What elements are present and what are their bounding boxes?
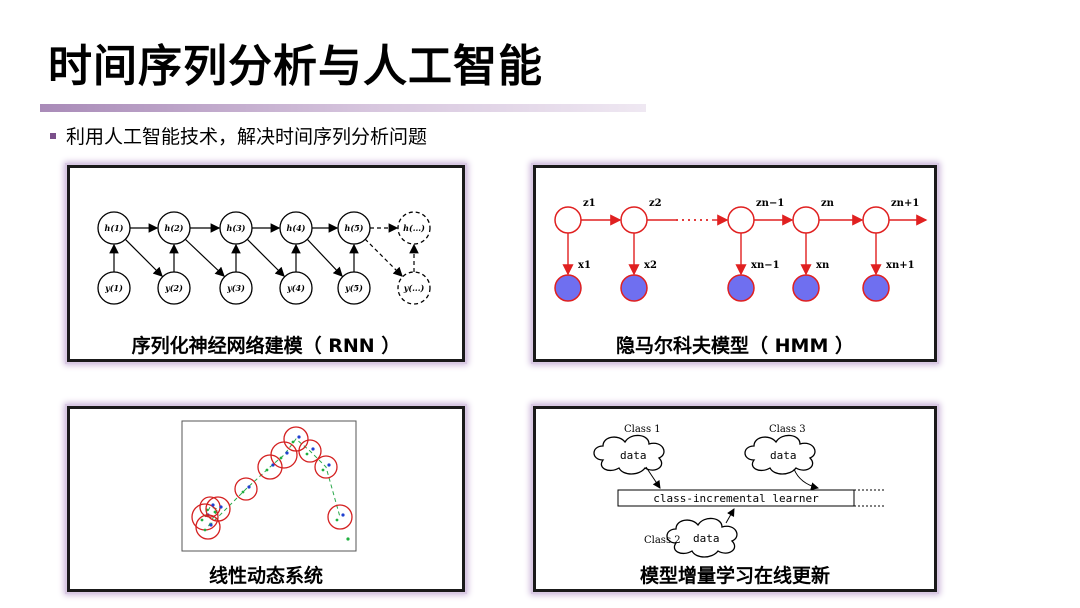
lds-point xyxy=(291,440,295,444)
hmm-observed-node xyxy=(620,274,648,302)
lds-point xyxy=(335,518,339,522)
rnn-edge xyxy=(364,238,403,277)
lds-caption: 线性动态系统 xyxy=(208,565,323,587)
lds-ellipse xyxy=(195,514,221,540)
learner-label: class-incremental learner xyxy=(653,492,819,505)
lds-point xyxy=(341,513,345,517)
cloud1-text: data xyxy=(620,449,647,462)
panel-rnn: h(1) y(1) h(2) y(2) h(3) y(3) h(4) y(4) h(5) y(5)… xyxy=(67,165,465,362)
rnn-y-label: y(4) xyxy=(286,283,305,293)
lds-point xyxy=(311,447,315,451)
rnn-h-label: h(5) xyxy=(345,223,364,233)
hmm-z-label: zn−1 xyxy=(756,198,784,209)
lds-point xyxy=(297,435,301,439)
lds-point xyxy=(305,452,309,456)
hmm-x-label: x2 xyxy=(644,260,657,271)
rnn-caption: 序列化神经网络建模（ RNN ） xyxy=(131,335,401,357)
lds-point xyxy=(213,510,217,514)
bullet-item: 利用人工智能技术，解决时间序列分析问题 xyxy=(50,122,427,149)
lds-point xyxy=(346,537,350,541)
rnn-y-label: y(...) xyxy=(403,283,425,293)
hmm-hidden-node xyxy=(792,206,820,234)
rnn-edge xyxy=(306,238,343,277)
panel-lds: 线性动态系统 xyxy=(67,406,465,592)
slide-title: 时间序列分析与人工智能 xyxy=(48,41,543,92)
class2-label: Class 2 xyxy=(644,535,681,546)
hmm-x-label: x1 xyxy=(578,260,591,271)
lds-point xyxy=(247,485,251,489)
bullet-text: 利用人工智能技术，解决时间序列分析问题 xyxy=(66,126,428,148)
lds-point xyxy=(211,503,215,507)
lds-point xyxy=(203,528,207,532)
lds-ellipse xyxy=(234,477,258,501)
class3-label: Class 3 xyxy=(769,424,806,435)
lds-point xyxy=(285,451,289,455)
rnn-h-label: h(2) xyxy=(165,223,184,233)
rnn-y-label: y(3) xyxy=(226,283,245,293)
rnn-y-label: y(1) xyxy=(104,283,123,293)
lds-point xyxy=(265,468,269,472)
rnn-h-label: h(3) xyxy=(227,223,246,233)
hmm-hidden-node xyxy=(862,206,890,234)
rnn-y-label: y(5) xyxy=(344,283,363,293)
lds-point xyxy=(209,523,213,527)
panel-hmm: z1 x1 z2 x2 zn−1 xn−1 zn xn zn+1 xn+1 隐马尔科夫模型（ HM… xyxy=(533,165,937,362)
hmm-z-label: zn+1 xyxy=(891,198,919,209)
hmm-observed-node xyxy=(554,274,582,302)
rnn-edge xyxy=(184,238,225,277)
hmm-hidden-node xyxy=(554,206,582,234)
rnn-edge xyxy=(124,238,163,277)
hmm-x-label: xn+1 xyxy=(886,260,915,271)
hmm-caption: 隐马尔科夫模型（ HMM ） xyxy=(616,335,854,357)
lds-point xyxy=(219,505,223,509)
hmm-observed-node xyxy=(792,274,820,302)
lds-ellipse xyxy=(314,455,338,479)
hmm-z-label: z1 xyxy=(583,198,596,209)
lds-point xyxy=(271,463,275,467)
hmm-observed-node xyxy=(727,274,755,302)
lds-point xyxy=(241,490,245,494)
hmm-z-label: z2 xyxy=(649,198,662,209)
lds-ellipse xyxy=(283,426,309,452)
rnn-y-node xyxy=(397,271,431,305)
lds-ellipse xyxy=(298,439,322,463)
hmm-diagram: z1 x1 z2 x2 zn−1 xn−1 zn xn zn+1 xn+1 xyxy=(554,198,928,302)
learner-bar xyxy=(617,489,855,507)
bullet-icon xyxy=(50,132,56,139)
hmm-z-label: zn xyxy=(821,198,835,209)
hmm-hidden-node xyxy=(620,206,648,234)
rnn-diagram: h(1) y(1) h(2) y(2) h(3) y(3) h(4) y(4) h(5) y(5)… xyxy=(97,211,431,305)
incremental-caption: 模型增量学习在线更新 xyxy=(639,565,830,587)
rnn-y-label: y(2) xyxy=(164,283,183,293)
hmm-observed-node xyxy=(862,274,890,302)
title-underline xyxy=(40,104,646,112)
lds-ellipse xyxy=(327,504,353,530)
class1-label: Class 1 xyxy=(624,424,661,435)
rnn-h-label: h(...) xyxy=(403,223,425,233)
hmm-x-label: xn xyxy=(816,260,830,271)
lds-point xyxy=(200,518,204,522)
cloud2-text: data xyxy=(693,532,720,545)
lds-ellipse xyxy=(257,454,283,480)
cloud3-text: data xyxy=(770,449,797,462)
lds-point xyxy=(327,463,331,467)
hmm-hidden-node xyxy=(727,206,755,234)
lds-point xyxy=(279,456,283,460)
panel-incremental: Class 1 Class 3 Class 2 data data data c… xyxy=(533,406,937,592)
rnn-h-label: h(4) xyxy=(287,223,306,233)
lds-plot xyxy=(181,420,357,552)
incremental-diagram: Class 1 Class 3 Class 2 data data data c… xyxy=(593,424,884,558)
rnn-h-label: h(1) xyxy=(105,223,124,233)
lds-point xyxy=(321,468,325,472)
rnn-edge xyxy=(246,238,285,277)
hmm-x-label: xn−1 xyxy=(751,260,780,271)
